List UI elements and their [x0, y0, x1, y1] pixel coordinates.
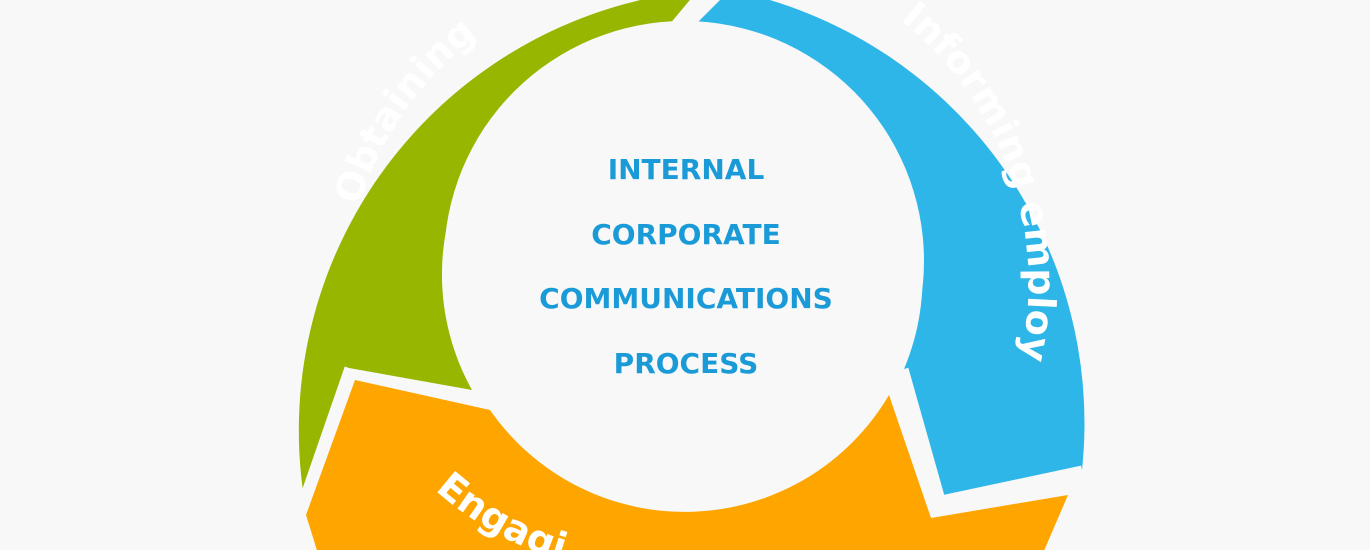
segment-engaging-employees [306, 380, 1068, 550]
center-circle [444, 21, 924, 501]
center-line-4: PROCESS [614, 347, 759, 380]
center-line-3: COMMUNICATIONS [539, 282, 833, 315]
segment-informing-employees [680, 0, 1085, 500]
center-line-2: CORPORATE [591, 218, 781, 251]
segment-obtaining-feedback [298, 0, 696, 498]
center-title: INTERNAL CORPORATE COMMUNICATIONS PROCES… [539, 153, 833, 380]
center-line-1: INTERNAL [608, 153, 765, 186]
